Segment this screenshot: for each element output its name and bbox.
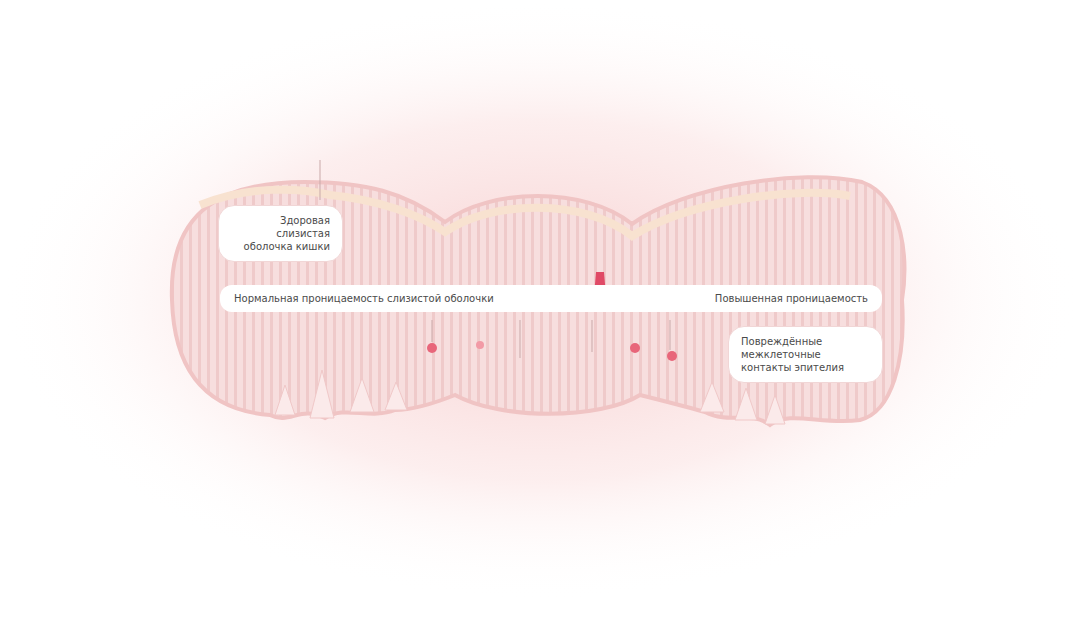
villus xyxy=(385,382,407,410)
leader-line xyxy=(320,160,321,200)
label-text: Повреждённые межклеточные контакты эпите… xyxy=(741,335,870,374)
label-text: Здоровая слизистая оболочка кишки xyxy=(231,214,330,253)
villi xyxy=(275,370,785,424)
damage-mark xyxy=(476,341,484,349)
callout-box: Повреждённые межклеточные контакты эпите… xyxy=(728,326,883,383)
callout-box: Здоровая слизистая оболочка кишки xyxy=(218,205,343,262)
background-glow xyxy=(0,0,1080,600)
villus xyxy=(700,382,724,412)
villus xyxy=(275,385,295,415)
damage-mark xyxy=(667,351,677,361)
label-text: Нормальная проницаемость слизистой оболо… xyxy=(234,292,494,305)
villus xyxy=(310,370,334,418)
damage-mark xyxy=(630,343,640,353)
intestine-wall xyxy=(172,177,905,425)
leader-line xyxy=(592,320,593,352)
villus xyxy=(735,388,757,420)
label-text: Повышенная проницаемость xyxy=(715,292,868,305)
villus xyxy=(350,378,374,412)
leader-line xyxy=(520,320,521,358)
permeability-band: Нормальная проницаемость слизистой оболо… xyxy=(220,285,882,312)
villus xyxy=(765,395,785,424)
leader-line xyxy=(670,320,671,350)
leader-line xyxy=(432,320,433,342)
damage-mark xyxy=(427,343,437,353)
leader-lines xyxy=(320,160,670,358)
